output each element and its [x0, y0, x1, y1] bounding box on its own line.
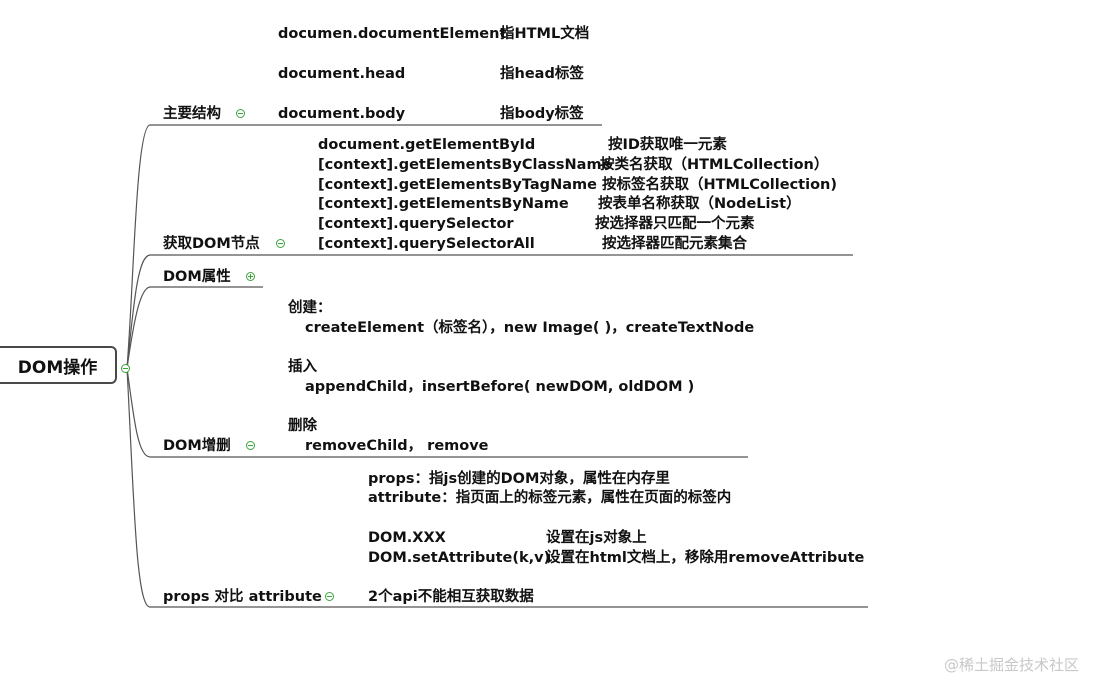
- branch-attr-label[interactable]: DOM属性: [163, 269, 231, 285]
- branch-main-label[interactable]: 主要结构: [163, 106, 221, 122]
- props-line-2: attribute：指页面上的标签元素，属性在页面的标签内: [368, 490, 732, 506]
- root-label: DOM操作: [17, 357, 98, 378]
- main-row-2-desc: 指body标签: [500, 106, 584, 122]
- branch-get-collapse-icon[interactable]: [276, 239, 285, 248]
- crud-create-body: createElement（标签名），new Image( )，createTe…: [305, 320, 755, 336]
- crud-delete-body: removeChild， remove: [305, 438, 489, 454]
- connector-main: [126, 124, 602, 369]
- connector-props: [126, 367, 868, 608]
- crud-create-title: 创建：: [288, 300, 332, 316]
- root-collapse-icon[interactable]: [121, 364, 130, 373]
- get-row-1-desc: 按类名获取（HTMLCollection）: [600, 157, 829, 173]
- get-row-4-desc: 按选择器只匹配一个元素: [595, 216, 755, 232]
- watermark-text: @稀土掘金技术社区: [944, 656, 1080, 674]
- get-row-1-code: [context].getElementsByClassName: [318, 157, 612, 173]
- props-line-1: props：指js创建的DOM对象，属性在内存里: [368, 471, 670, 487]
- branch-attr-expand-icon[interactable]: [246, 272, 255, 281]
- get-row-2-desc: 按标签名获取（HTMLCollection): [602, 177, 837, 193]
- props-row4-desc: 设置在html文档上，移除用removeAttribute: [546, 550, 865, 566]
- root-node[interactable]: DOM操作: [0, 346, 117, 384]
- connector-attr: [126, 286, 263, 369]
- main-row-1-desc: 指head标签: [500, 66, 584, 82]
- branch-main-collapse-icon[interactable]: [236, 109, 245, 118]
- crud-insert-body: appendChild，insertBefore( newDOM, oldDOM…: [305, 379, 695, 395]
- crud-insert-title: 插入: [288, 359, 317, 375]
- main-row-0-code: documen.documentElement: [278, 26, 507, 42]
- connector-get: [126, 254, 853, 369]
- crud-delete-title: 删除: [288, 418, 317, 434]
- props-row3-desc: 设置在js对象上: [546, 530, 647, 546]
- main-row-0-desc: 指HTML文档: [500, 26, 590, 42]
- props-line-5: 2个api不能相互获取数据: [368, 589, 534, 605]
- main-row-2-code: document.body: [278, 106, 406, 122]
- get-row-3-desc: 按表单名称获取（NodeList）: [598, 196, 801, 212]
- branch-get-label[interactable]: 获取DOM节点: [163, 236, 260, 252]
- branch-crud-collapse-icon[interactable]: [246, 441, 255, 450]
- get-row-2-code: [context].getElementsByTagName: [318, 177, 597, 193]
- get-row-3-code: [context].getElementsByName: [318, 196, 569, 212]
- get-row-5-desc: 按选择器匹配元素集合: [602, 236, 747, 252]
- connector-crud: [126, 367, 748, 458]
- props-row4-code: DOM.setAttribute(k,v): [368, 550, 551, 566]
- branch-props-collapse-icon[interactable]: [325, 592, 334, 601]
- main-row-1-code: document.head: [278, 66, 406, 82]
- get-row-0-code: document.getElementById: [318, 137, 536, 153]
- get-row-0-desc: 按ID获取唯一元素: [608, 137, 727, 153]
- props-row3-code: DOM.XXX: [368, 530, 446, 546]
- get-row-5-code: [context].querySelectorAll: [318, 236, 535, 252]
- branch-props-label[interactable]: props 对比 attribute: [163, 589, 322, 605]
- branch-crud-label[interactable]: DOM增删: [163, 438, 231, 454]
- get-row-4-code: [context].querySelector: [318, 216, 514, 232]
